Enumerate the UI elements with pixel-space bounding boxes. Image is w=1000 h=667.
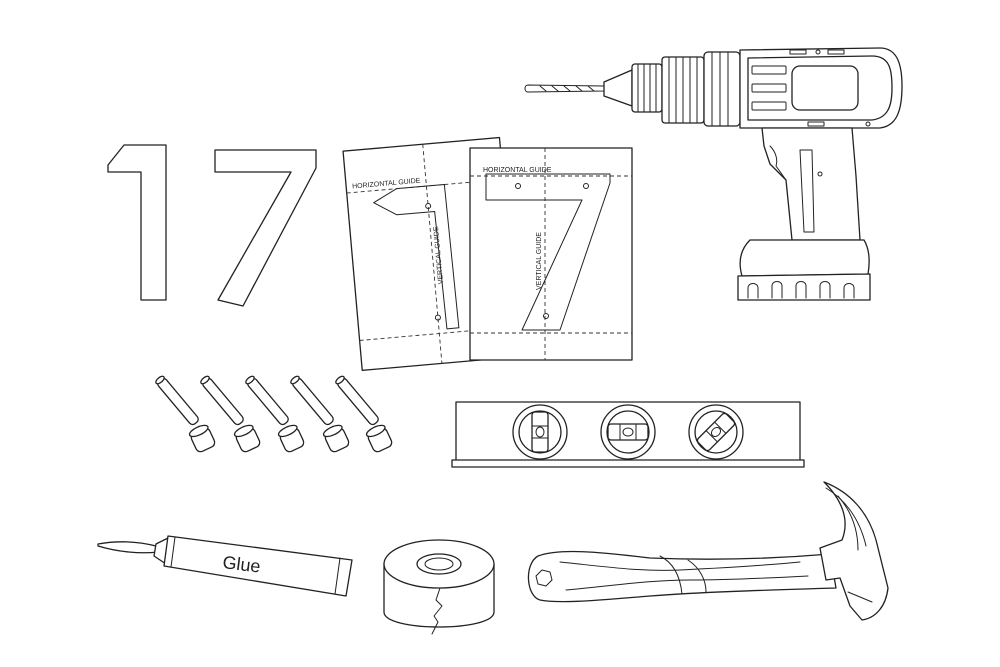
glue-tube-icon: Glue: [97, 535, 353, 597]
spacer-icon: [188, 424, 393, 453]
power-drill-icon: [524, 47, 903, 301]
spirit-level-icon: [451, 401, 805, 468]
glue-label: Glue: [222, 552, 262, 576]
house-number-one: [107, 144, 167, 301]
front-horizontal-guide-label: HORIZONTAL GUIDE: [483, 167, 552, 174]
claw-hammer-icon: [527, 481, 889, 621]
template-sheet-front: HORIZONTAL GUIDE VERTICAL GUIDE: [469, 147, 633, 361]
tape-roll-icon: [383, 539, 495, 635]
front-vertical-guide-label: VERTICAL GUIDE: [536, 232, 543, 290]
house-number-seven: [214, 149, 317, 307]
wall-anchor-icon: [155, 375, 379, 426]
